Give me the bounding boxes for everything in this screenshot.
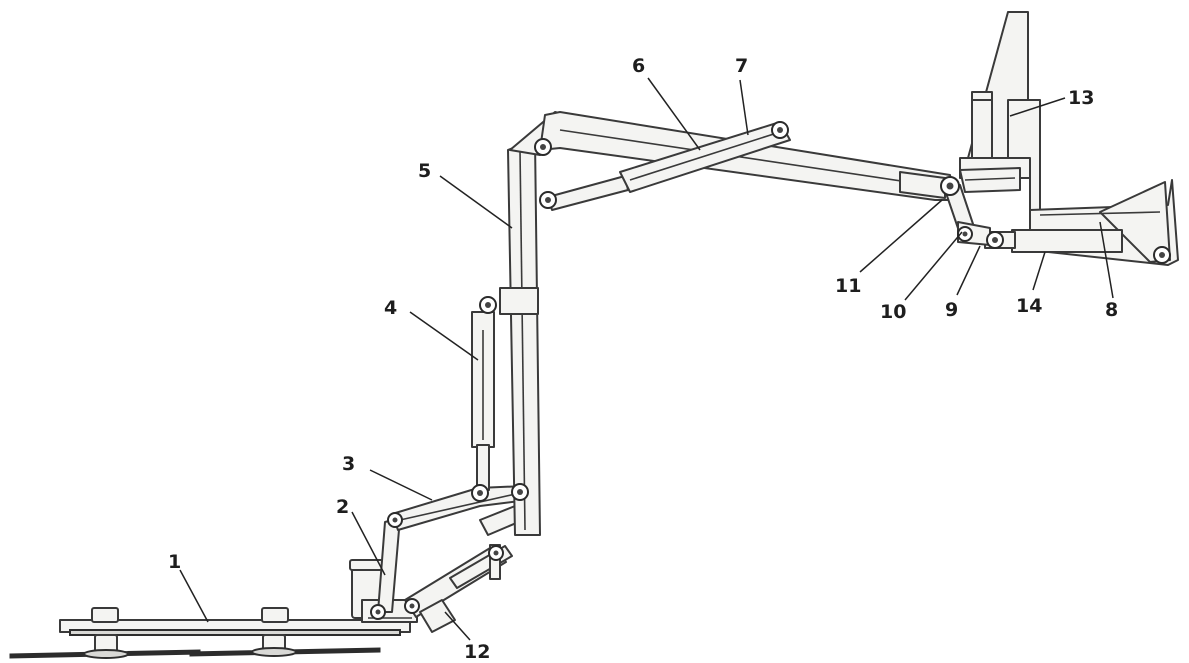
callout-7: 7	[735, 55, 748, 77]
leader-11	[859, 199, 943, 273]
leader-14	[1032, 251, 1046, 291]
pin-tilt-low	[404, 598, 420, 614]
callout-2: 2	[336, 496, 349, 518]
callout-11: 11	[835, 275, 861, 297]
pin-boom-end	[940, 176, 960, 196]
leader-5	[439, 175, 513, 229]
callout-10: 10	[880, 301, 906, 323]
link-arm	[377, 517, 401, 613]
pin-lever-mid	[471, 484, 489, 502]
main-boom	[539, 111, 956, 201]
callout-9: 9	[945, 299, 958, 321]
callout-12: 12	[464, 641, 490, 663]
leader-13	[1009, 97, 1066, 117]
callout-5: 5	[418, 160, 431, 182]
leader-7	[739, 79, 749, 136]
leader-9	[956, 245, 981, 296]
callout-14: 14	[1016, 295, 1042, 317]
leader-12	[444, 611, 471, 641]
lift-cylinder	[471, 311, 495, 491]
pin-lever-end	[511, 483, 529, 501]
pin-link-top	[387, 512, 403, 528]
leader-8	[1099, 221, 1114, 299]
cutter-bar	[9, 607, 411, 659]
leader-10	[904, 231, 963, 301]
callout-13: 13	[1068, 87, 1094, 109]
pin-pivot-9	[986, 231, 1004, 249]
pin-pivot-10	[957, 226, 973, 242]
callout-6: 6	[632, 55, 645, 77]
leader-lines	[179, 77, 1114, 641]
pin-boom-cyl-base	[539, 191, 557, 209]
callout-3: 3	[342, 453, 355, 475]
pin-lift-cyl-top	[479, 296, 497, 314]
vertical-column	[499, 111, 581, 536]
leader-2	[351, 511, 386, 576]
callout-1: 1	[168, 551, 181, 573]
pin-base-end	[1153, 246, 1171, 264]
callout-4: 4	[384, 297, 397, 319]
leader-6	[647, 77, 701, 151]
pin-boom-top	[534, 138, 552, 156]
pin-boom-cyl-top	[771, 121, 789, 139]
leader-3	[369, 469, 433, 501]
pin-tilt-top	[488, 545, 504, 561]
leader-1	[179, 569, 209, 623]
callout-8: 8	[1105, 299, 1118, 321]
leader-4	[409, 311, 479, 361]
callout-labels: 1 2 3 4 5 6 7 8 9 10 11 12 13 14	[168, 55, 1118, 663]
pivot-pins	[370, 121, 1171, 620]
pin-head	[370, 604, 386, 620]
